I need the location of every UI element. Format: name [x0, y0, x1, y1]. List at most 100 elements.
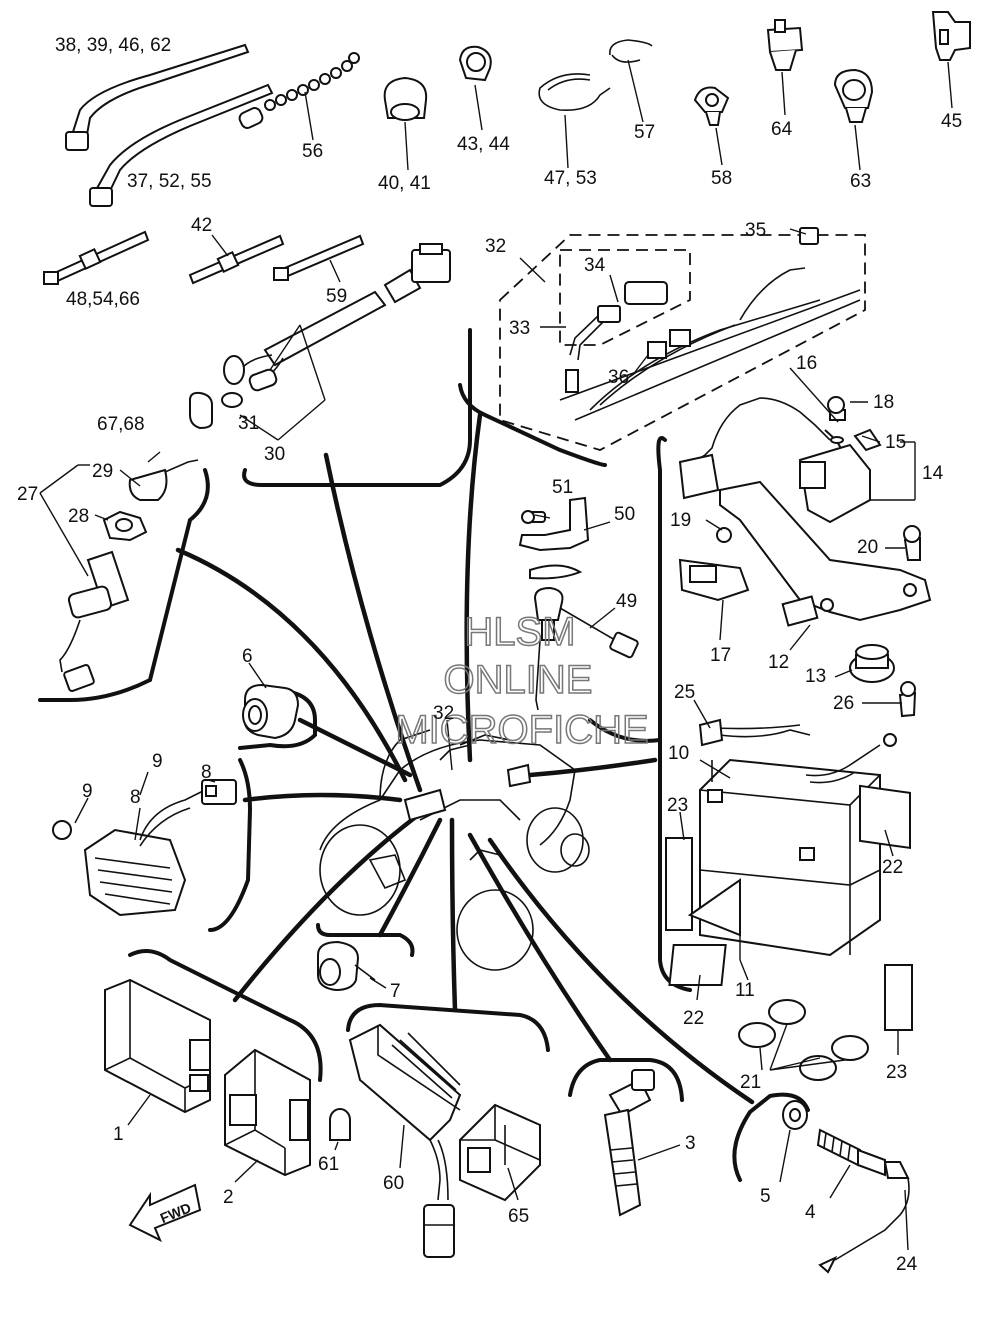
callout-57: 57	[634, 122, 655, 143]
callout-49: 49	[616, 591, 637, 612]
callout-16: 16	[796, 353, 817, 374]
callout-23-right: 23	[886, 1062, 907, 1083]
callout-59: 59	[326, 286, 347, 307]
callout-1: 1	[113, 1124, 124, 1145]
bead-tie	[238, 52, 360, 141]
callout-32-center: 32	[433, 703, 454, 724]
callout-45: 45	[941, 111, 962, 132]
callout-24: 24	[896, 1254, 918, 1275]
clamp-43	[458, 45, 492, 131]
callout-17: 17	[710, 645, 731, 666]
bracket-50	[518, 496, 611, 580]
callout-labels: 38, 39, 46, 62 56 40, 41 43, 44 47, 53 5…	[17, 35, 962, 1275]
callout-51: 51	[552, 477, 573, 498]
callout-20: 20	[857, 537, 878, 558]
clip-64	[766, 19, 804, 116]
spark-plug-4	[816, 1128, 910, 1274]
callout-43: 43, 44	[457, 134, 510, 155]
callout-9-top: 9	[152, 751, 163, 772]
sender-7	[317, 940, 387, 992]
callout-22-right: 22	[882, 857, 903, 878]
callout-33: 33	[509, 318, 530, 339]
callout-60: 60	[383, 1173, 404, 1194]
switch-6	[242, 662, 300, 740]
callout-36: 36	[608, 367, 629, 388]
cdi-unit	[104, 978, 211, 1126]
callout-6: 6	[242, 646, 253, 667]
relay-65	[459, 1103, 541, 1202]
clamp-63	[833, 68, 874, 171]
callout-11: 11	[735, 980, 755, 1001]
callout-21: 21	[740, 1072, 761, 1093]
starter-relay-assembly	[678, 367, 932, 718]
callout-4: 4	[805, 1202, 816, 1223]
callout-26: 26	[833, 693, 854, 714]
callout-5: 5	[760, 1186, 771, 1207]
callout-63: 63	[850, 171, 871, 192]
callout-29: 29	[92, 461, 113, 482]
tie-short-59	[273, 234, 365, 283]
callout-30: 30	[264, 444, 285, 465]
callout-58: 58	[711, 168, 732, 189]
band-57	[609, 39, 653, 123]
fwd-arrow: FWD	[128, 1183, 202, 1243]
callout-22-bottom: 22	[683, 1008, 704, 1029]
callout-25: 25	[674, 682, 695, 703]
dashed-harness-group	[499, 227, 866, 451]
sensor-49	[533, 586, 639, 711]
cable-tie-long-1	[65, 43, 250, 151]
callout-37: 37, 52, 55	[127, 171, 212, 192]
callout-61: 61	[318, 1154, 339, 1175]
clip-58	[693, 86, 730, 166]
callout-15: 15	[885, 432, 906, 453]
watermark-line-1: HLSM	[464, 610, 575, 654]
callout-2: 2	[223, 1187, 234, 1208]
callout-18: 18	[873, 392, 894, 413]
grommet-clip	[383, 76, 428, 171]
harness-lines	[175, 412, 755, 1105]
callout-31: 31	[238, 413, 259, 434]
watermark-line-2: ONLINE	[444, 658, 593, 702]
callout-42: 42	[191, 215, 212, 236]
tie-short-42	[188, 234, 285, 285]
fuse-caps	[738, 999, 869, 1081]
sub-harness-30	[189, 243, 451, 441]
battery	[665, 699, 913, 1055]
group-brackets	[38, 328, 810, 1182]
relay-2	[224, 1048, 311, 1183]
callout-14: 14	[922, 463, 944, 484]
callout-12: 12	[768, 652, 789, 673]
callout-9-left: 9	[82, 781, 93, 802]
ignition-coil-60	[329, 1023, 462, 1258]
callout-48: 48,54,66	[66, 289, 140, 310]
callout-67: 67,68	[97, 414, 145, 435]
callout-27: 27	[17, 484, 38, 505]
callout-13: 13	[805, 666, 826, 687]
band-47	[538, 73, 611, 169]
callout-19: 19	[670, 510, 691, 531]
atv-body	[319, 719, 590, 971]
callout-3: 3	[685, 1133, 696, 1154]
watermark: HLSM ONLINE MICROFICHE	[395, 609, 650, 753]
callout-56: 56	[302, 141, 323, 162]
callout-8-left: 8	[130, 787, 141, 808]
callout-32-top: 32	[485, 236, 506, 257]
plug-cap-3	[603, 1069, 681, 1217]
cable-tie-long-2	[89, 83, 274, 207]
callout-28: 28	[68, 506, 89, 527]
callout-23-left: 23	[667, 795, 688, 816]
callout-7: 7	[390, 981, 401, 1002]
callout-65: 65	[508, 1206, 529, 1227]
callout-64: 64	[771, 119, 793, 140]
clip-45	[931, 11, 971, 109]
tie-short-48	[43, 230, 150, 285]
callout-47: 47, 53	[544, 168, 597, 189]
rectifier-regulator	[52, 771, 237, 917]
callout-34: 34	[584, 255, 606, 276]
callout-38: 38, 39, 46, 62	[55, 35, 171, 56]
main-switch	[39, 451, 199, 692]
callout-40: 40, 41	[378, 173, 431, 194]
washer-5	[779, 1100, 808, 1183]
watermark-line-3: MICROFICHE	[395, 708, 648, 752]
